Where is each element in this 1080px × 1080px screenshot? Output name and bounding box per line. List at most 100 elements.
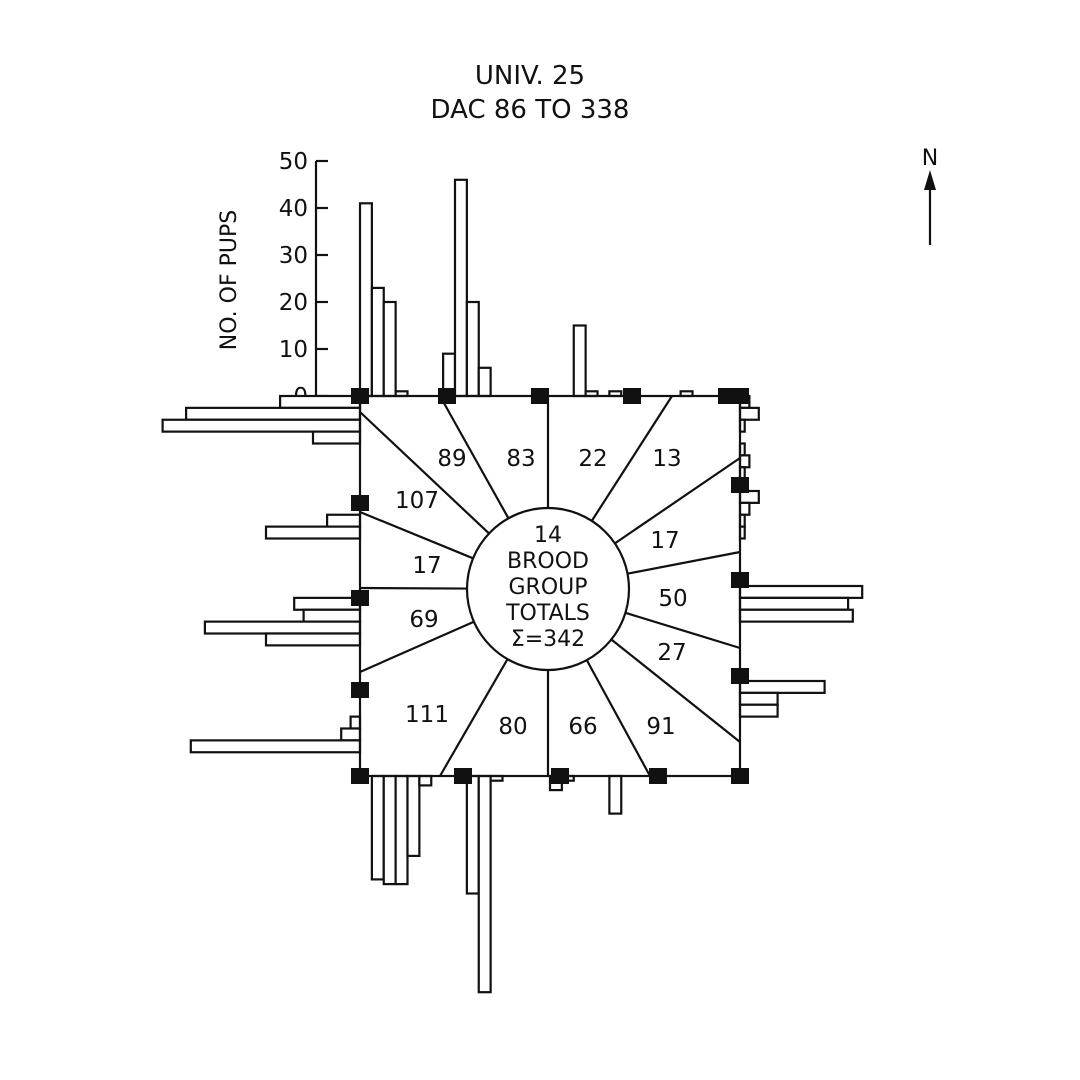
sector-total-east-1: 17 bbox=[650, 528, 679, 554]
sector-divider bbox=[359, 620, 475, 674]
y-tick-label: 10 bbox=[279, 337, 308, 363]
north-arrow: N bbox=[922, 146, 938, 245]
bar-west bbox=[189, 739, 362, 754]
y-axis: 01020304050 bbox=[279, 149, 328, 410]
center-line-3: TOTALS bbox=[505, 601, 590, 626]
bar-north bbox=[572, 324, 587, 398]
sector-divider bbox=[439, 395, 510, 519]
sector-divider bbox=[610, 638, 741, 743]
sector-divider bbox=[627, 550, 741, 575]
bar-west bbox=[293, 596, 362, 611]
bar-south bbox=[477, 774, 492, 994]
nest-box-marker bbox=[731, 768, 749, 784]
y-tick-label: 50 bbox=[279, 149, 308, 175]
nest-box-marker bbox=[531, 388, 549, 404]
sector-divider bbox=[359, 586, 468, 590]
bar-north bbox=[465, 300, 480, 398]
bar-south bbox=[465, 774, 480, 895]
sector-totals: 89 83 22 13 17 50 27 91 66 80 111 69 17 107 bbox=[395, 446, 688, 740]
bar-west bbox=[264, 632, 362, 647]
bar-east bbox=[738, 501, 751, 516]
bar-west bbox=[349, 715, 362, 730]
sector-divider bbox=[439, 658, 509, 777]
bar-east bbox=[738, 691, 779, 706]
north-arrow-head-icon bbox=[924, 170, 936, 190]
center-line-4: Σ=342 bbox=[511, 627, 585, 652]
bar-north bbox=[358, 202, 373, 398]
y-tick-label: 20 bbox=[279, 290, 308, 316]
center-line-2: GROUP bbox=[508, 575, 587, 600]
bar-west bbox=[185, 406, 362, 421]
y-axis-label: NO. OF PUPS bbox=[217, 210, 242, 350]
nest-box-marker bbox=[438, 388, 456, 404]
sector-total-north-3: 22 bbox=[578, 446, 607, 472]
bar-east bbox=[738, 679, 826, 694]
nest-box-markers bbox=[351, 388, 749, 784]
nest-box-marker bbox=[551, 768, 569, 784]
center-count: 14 bbox=[534, 523, 562, 548]
bar-west bbox=[161, 418, 362, 433]
sector-total-north-2: 83 bbox=[506, 446, 535, 472]
sector-total-west-2: 17 bbox=[412, 553, 441, 579]
sector-divider bbox=[359, 411, 490, 535]
nest-box-marker bbox=[351, 768, 369, 784]
bar-west bbox=[302, 608, 362, 623]
bar-south bbox=[418, 774, 433, 787]
bar-south bbox=[382, 774, 397, 886]
nest-box-marker bbox=[731, 477, 749, 493]
bar-east bbox=[738, 596, 850, 611]
north-label: N bbox=[922, 146, 938, 171]
y-tick-label: 40 bbox=[279, 196, 308, 222]
sector-divider bbox=[585, 659, 651, 777]
center-circle bbox=[465, 506, 631, 672]
sector-divider bbox=[359, 510, 474, 560]
y-tick-label: 30 bbox=[279, 243, 308, 269]
chart-subtitle: DAC 86 TO 338 bbox=[431, 95, 630, 125]
nest-box-marker bbox=[731, 572, 749, 588]
sector-total-south-4: 111 bbox=[405, 702, 449, 728]
bar-east bbox=[738, 584, 864, 599]
sector-total-west-3: 107 bbox=[395, 488, 439, 514]
bar-east bbox=[738, 454, 751, 469]
nest-box-marker bbox=[731, 668, 749, 684]
sector-total-north-1: 89 bbox=[437, 446, 466, 472]
bar-north bbox=[370, 286, 385, 398]
nest-box-marker bbox=[649, 768, 667, 784]
sector-total-south-3: 80 bbox=[498, 714, 527, 740]
bar-south bbox=[406, 774, 421, 858]
sector-divider bbox=[590, 395, 673, 522]
sector-total-south-1: 91 bbox=[646, 714, 675, 740]
bar-south bbox=[394, 774, 409, 886]
bar-north bbox=[453, 178, 468, 398]
chart-title: UNIV. 25 bbox=[475, 61, 585, 91]
sector-total-east-2: 50 bbox=[658, 586, 687, 612]
bar-west bbox=[311, 430, 362, 445]
sector-divider bbox=[614, 457, 741, 545]
sector-total-east-3: 27 bbox=[657, 640, 686, 666]
bar-east bbox=[738, 608, 854, 623]
sector-total-south-2: 66 bbox=[568, 714, 597, 740]
nest-box-marker bbox=[718, 388, 736, 404]
bar-west bbox=[326, 513, 362, 528]
nest-box-marker bbox=[351, 590, 369, 606]
nest-box-marker bbox=[351, 495, 369, 511]
bar-north bbox=[477, 366, 492, 398]
sector-dividers bbox=[359, 395, 741, 777]
sector-total-north-4: 13 bbox=[652, 446, 681, 472]
bar-west bbox=[203, 620, 362, 635]
sector-total-west-1: 69 bbox=[409, 607, 438, 633]
bar-west bbox=[264, 525, 362, 540]
bar-south bbox=[608, 774, 623, 815]
nest-box-marker bbox=[351, 682, 369, 698]
bar-west bbox=[279, 394, 362, 409]
nest-box-marker bbox=[623, 388, 641, 404]
bar-south bbox=[370, 774, 385, 881]
sector-divider bbox=[625, 611, 741, 650]
bar-west bbox=[340, 727, 362, 742]
center-line-1: BROOD bbox=[507, 549, 589, 574]
bar-north bbox=[382, 300, 397, 398]
nest-box-marker bbox=[454, 768, 472, 784]
bar-east bbox=[738, 406, 760, 421]
bar-east bbox=[738, 703, 779, 718]
